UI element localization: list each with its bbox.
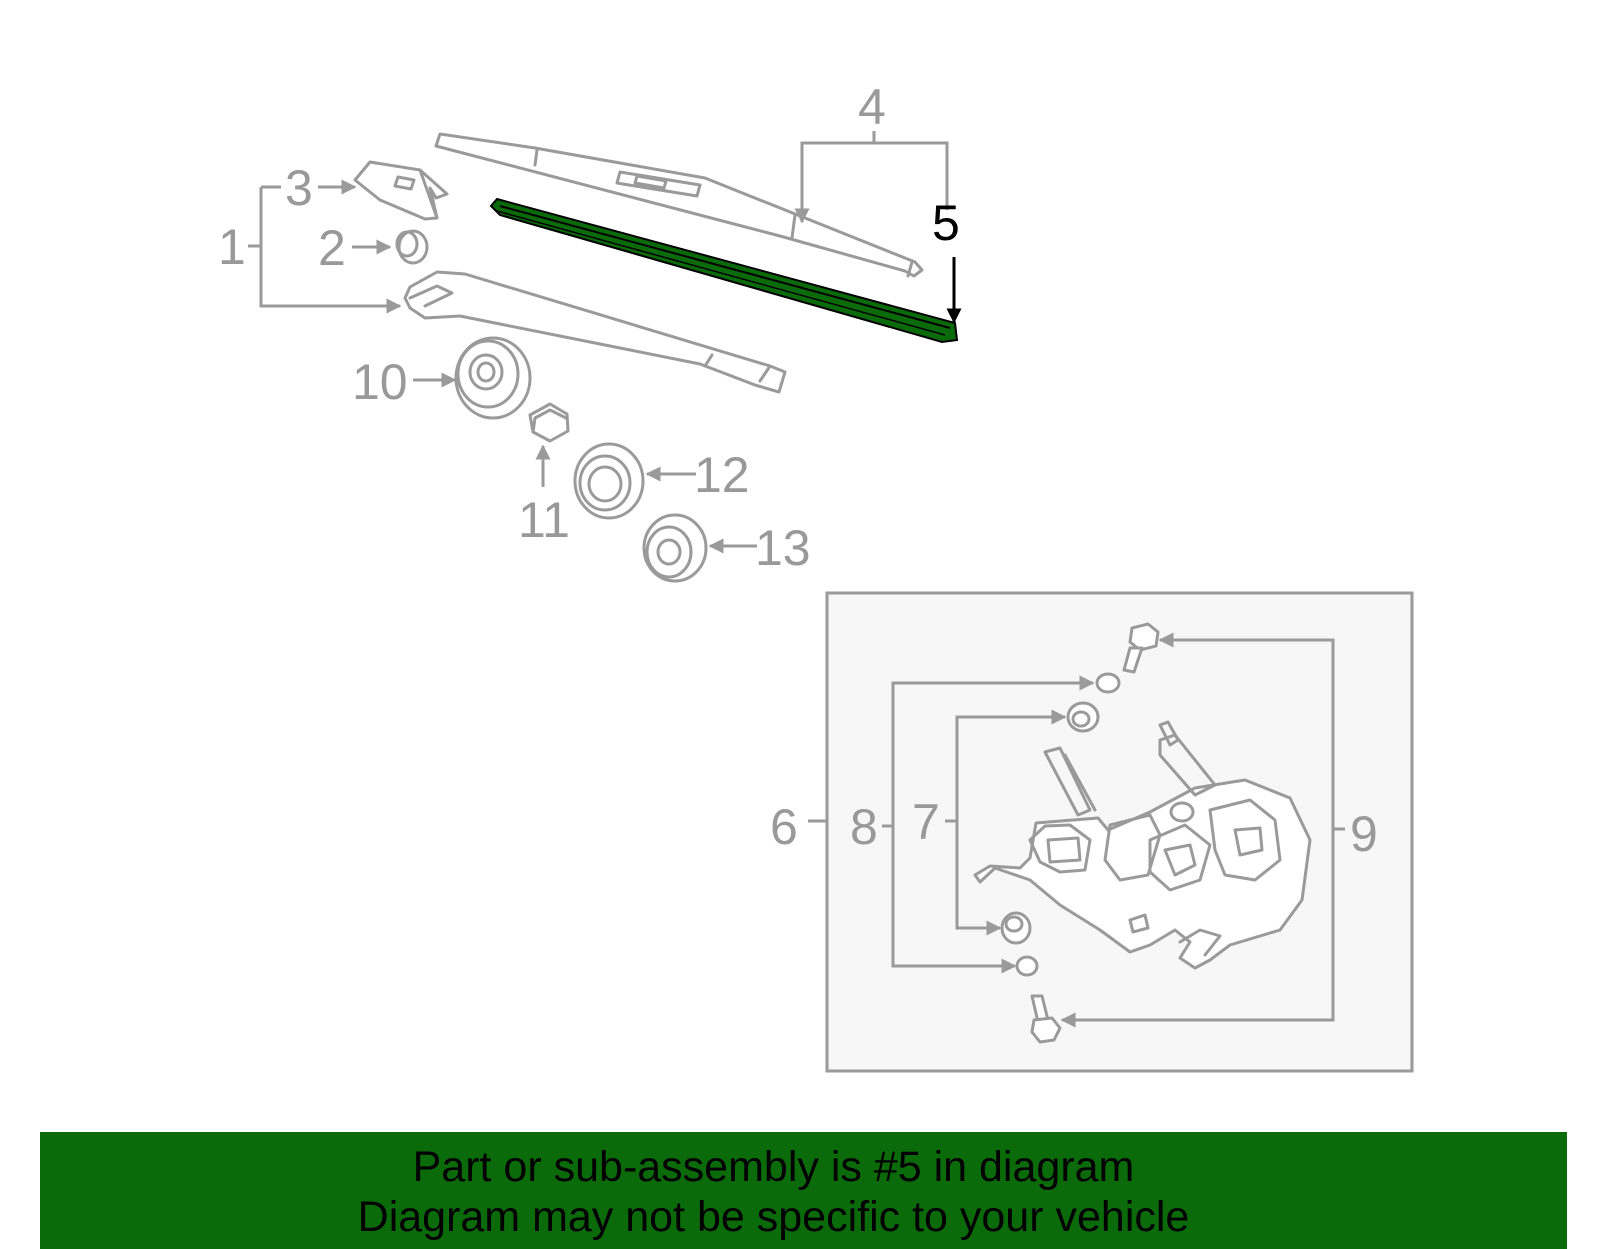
grommet-top-part-7: [1066, 701, 1100, 733]
arm-cap-part-3: [353, 160, 449, 221]
wiper-arm-part-1: [403, 270, 787, 394]
callout-6: 6: [770, 799, 798, 855]
callout-9: 9: [1350, 806, 1378, 862]
blade-insert-part-5: [489, 197, 959, 344]
cover-part-10: [454, 336, 532, 420]
callout-10: 10: [352, 354, 408, 410]
callout-13: 13: [755, 520, 811, 576]
callout-11: 11: [518, 492, 570, 548]
leader-lines-upper: [248, 131, 962, 554]
callout-5: 5: [932, 195, 960, 251]
callout-8: 8: [850, 799, 878, 855]
callout-3: 3: [285, 160, 313, 216]
seal-part-12: [573, 442, 645, 520]
bushing-bottom-part-8: [1015, 955, 1039, 977]
banner-line-1: Part or sub-assembly is #5 in diagram: [412, 1143, 1135, 1191]
grommet-part-13: [642, 513, 708, 583]
callout-4: 4: [858, 79, 886, 135]
callout-12: 12: [694, 447, 750, 503]
leader-lines-motor: [882, 632, 1345, 1028]
callout-2: 2: [318, 220, 346, 276]
nut-part-11: [528, 402, 570, 443]
mount-bolt-top-part-9: [1122, 622, 1160, 674]
callout-7: 7: [912, 794, 940, 850]
callout-1: 1: [218, 219, 246, 275]
info-banner: Part or sub-assembly is #5 in diagram Di…: [40, 1132, 1567, 1249]
wiper-blade-part-4: [434, 132, 924, 278]
wiper-motor: [973, 720, 1312, 970]
plug-part-2: [395, 229, 429, 265]
banner-line-2: Diagram may not be specific to your vehi…: [357, 1193, 1190, 1241]
grommet-bottom-part-7: [1000, 911, 1032, 945]
mount-bolt-bottom-part-9: [1030, 994, 1062, 1044]
bushing-top-part-8: [1095, 672, 1121, 694]
